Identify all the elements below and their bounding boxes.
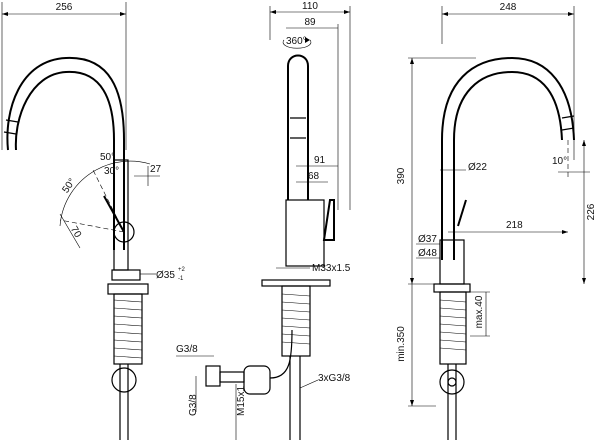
lever-centerline	[59, 219, 125, 233]
supply-hose	[289, 356, 301, 440]
arrow-head	[562, 230, 568, 234]
valve-connector	[439, 369, 465, 395]
angle-50-top: 50°	[100, 152, 115, 163]
shank-threads	[439, 299, 467, 351]
spout-inner	[453, 70, 563, 260]
valve-connector	[111, 367, 137, 393]
m15: M15x1	[236, 386, 247, 416]
max-40: max.40	[474, 295, 485, 328]
diam-35: Ø35	[156, 270, 175, 281]
dim-256: 256	[56, 2, 73, 13]
arrow-head	[410, 58, 414, 64]
dim-226: 226	[586, 203, 597, 220]
front-view: 110 89 360° 91 68 M33x1.5 G3/8 G3/8 M15x…	[176, 1, 351, 440]
tolerance-minus: -1	[178, 276, 184, 282]
spout-front	[287, 54, 309, 200]
supply-hose	[447, 364, 457, 440]
mounting-plate	[107, 283, 149, 295]
hose-fitting	[243, 365, 271, 395]
dim-70: 70	[68, 225, 83, 241]
diam-37: Ø37	[418, 234, 437, 245]
arrow-head	[410, 400, 414, 406]
g38-top: G3/8	[176, 344, 198, 355]
dim-68: 68	[308, 171, 320, 182]
diam-48: Ø48	[418, 248, 437, 259]
mounting-plate	[261, 279, 331, 287]
supply-hose	[119, 364, 129, 440]
dim-218: 218	[506, 220, 523, 231]
right-view: 248 390 10° Ø22 218 226 Ø37 Ø4	[396, 2, 597, 440]
dim-line-70	[59, 213, 81, 249]
lever-right	[457, 199, 467, 227]
lever-front	[322, 199, 335, 241]
lever-base	[113, 221, 135, 243]
arrow-head	[305, 37, 310, 43]
shank-threads	[281, 293, 311, 345]
valve-connector	[219, 371, 245, 383]
arrow-head	[582, 278, 586, 284]
dim-248: 248	[500, 2, 517, 13]
mounting-plate	[433, 283, 471, 293]
hoses-3xg38: 3xG3/8	[318, 373, 351, 384]
angle-10: 10°	[552, 156, 567, 167]
threaded-shank	[281, 285, 311, 357]
dim-390: 390	[396, 167, 407, 184]
valve-core	[447, 377, 457, 387]
shank-threads	[113, 299, 143, 359]
arrow-head	[442, 12, 448, 16]
arrow-head	[344, 10, 350, 14]
g38-side: G3/8	[188, 394, 199, 416]
threaded-shank	[113, 293, 143, 365]
threaded-shank	[439, 291, 467, 365]
arrow-head	[2, 12, 8, 16]
rotation-arc	[282, 39, 312, 49]
diam-22: Ø22	[468, 162, 487, 173]
leader-line	[299, 379, 319, 389]
supply-hose-curve	[269, 329, 293, 379]
tolerance-plus: +2	[178, 267, 186, 273]
spout-band	[290, 117, 306, 139]
spout-tip	[3, 119, 19, 135]
arrow-head	[410, 278, 414, 284]
side-view: 256 50° 30° 27 50° 70 Ø35 +2 -1	[1, 2, 186, 440]
arrow-head	[568, 12, 574, 16]
dim-110: 110	[302, 1, 318, 12]
min-350: min.350	[396, 326, 407, 362]
rotation-360: 360°	[286, 36, 307, 47]
thread-m33: M33x1.5	[312, 263, 351, 274]
spout-outer	[441, 56, 575, 260]
angle-30: 30°	[104, 166, 119, 177]
angle-50-left: 50°	[60, 177, 78, 196]
dim-27: 27	[150, 164, 162, 175]
body-right	[439, 239, 465, 285]
arrow-head	[582, 140, 586, 146]
base-flange	[111, 269, 141, 281]
dim-89: 89	[304, 17, 316, 28]
spout-inner	[14, 70, 115, 250]
lever-centerline	[91, 167, 125, 233]
arrow-head	[120, 12, 126, 16]
body-front	[285, 199, 325, 267]
spout-outer	[6, 56, 125, 250]
angle-arc-left	[59, 169, 97, 227]
arrow-head	[270, 10, 276, 14]
lever	[103, 195, 125, 233]
angle-valve	[205, 365, 221, 387]
dim-91: 91	[314, 155, 326, 166]
spout-tip	[561, 115, 575, 131]
